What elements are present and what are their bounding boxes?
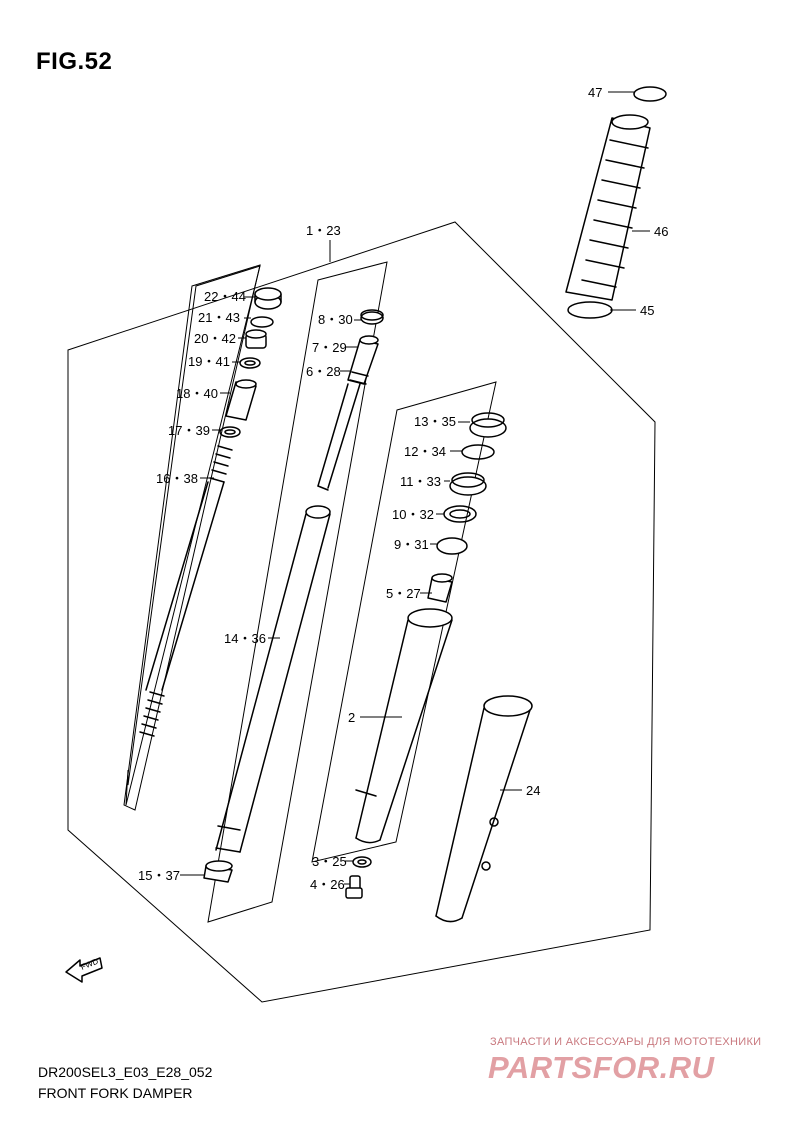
- callout-18-40: 18・40: [176, 386, 218, 401]
- part-oil-seal-retainer: [443, 505, 477, 523]
- figure-title: FIG.52: [36, 48, 113, 75]
- part-ring-8: [360, 309, 384, 325]
- part-boot-clamp-top: [633, 86, 667, 102]
- callout-15-37: 15・37: [138, 868, 180, 883]
- callout-21-43: 21・43: [198, 310, 240, 325]
- part-washer-19: [239, 357, 261, 369]
- part-nut: [245, 329, 267, 349]
- part-washer-17: [219, 426, 241, 438]
- part-inner-tube: [355, 608, 453, 844]
- part-dust-seal: [469, 412, 507, 438]
- callout-46: 46: [654, 224, 668, 239]
- fwd-arrow-icon: FWD: [65, 957, 103, 983]
- callout-17-39: 17・39: [168, 423, 210, 438]
- callout-24: 24: [526, 783, 540, 798]
- assembly-frame-tube: [311, 381, 497, 863]
- part-washer-3: [352, 856, 372, 868]
- diagram-name: FRONT FORK DAMPER: [38, 1085, 193, 1101]
- part-fork-boot: [565, 114, 651, 301]
- watermark-logo: PARTSFOR.RU: [488, 1050, 715, 1085]
- diagram-code: DR200SEL3_E03_E28_052: [38, 1064, 213, 1080]
- assembly-frame-rod: [125, 265, 261, 806]
- callout-7-29: 7・29: [312, 340, 347, 355]
- part-oil-seal: [449, 472, 487, 496]
- assembly-frame-outer: [67, 221, 656, 1003]
- part-cylinder: [215, 505, 331, 853]
- part-outer-tube: [435, 695, 533, 923]
- callout-3-25: 3・25: [312, 854, 347, 869]
- callout-5-27: 5・27: [386, 586, 421, 601]
- assembly-frame-cylinder: [207, 261, 388, 923]
- part-oil-lock-piece: [203, 860, 233, 883]
- callout-9-31: 9・31: [394, 537, 429, 552]
- callout-4-26: 4・26: [310, 877, 345, 892]
- callout-2: 2: [348, 710, 355, 725]
- part-bolt: [345, 875, 363, 899]
- callout-16-38: 16・38: [156, 471, 198, 486]
- callout-19-41: 19・41: [188, 354, 230, 369]
- part-cap: [254, 287, 282, 310]
- callout-11-33: 11・33: [400, 474, 441, 489]
- part-stopper-ring: [461, 444, 495, 460]
- callout-22-44: 22・44: [204, 289, 246, 304]
- watermark-tagline: ЗАПЧАСТИ И АКСЕССУАРЫ ДЛЯ МОТОТЕХНИКИ: [490, 1036, 762, 1048]
- part-guide-bushing: [436, 537, 468, 555]
- callout-6-28: 6・28: [306, 364, 341, 379]
- leader-lines: [180, 91, 650, 885]
- callout-12-34: 12・34: [404, 444, 446, 459]
- callout-20-42: 20・42: [194, 331, 236, 346]
- part-spacer: [225, 379, 257, 421]
- assembly-frame-damper: [123, 264, 261, 811]
- callout-47: 47: [588, 85, 602, 100]
- callout-8-30: 8・30: [318, 312, 353, 327]
- part-slide-bushing: [427, 573, 453, 603]
- callout-14-36: 14・36: [224, 631, 266, 646]
- part-fork-spring: [139, 445, 233, 737]
- callout-10-32: 10・32: [392, 507, 434, 522]
- callout-45: 45: [640, 303, 654, 318]
- callout-1-23: 1・23: [306, 223, 341, 238]
- part-boot-clamp-bottom: [567, 301, 613, 319]
- part-damper-rod: [317, 335, 379, 491]
- callout-13-35: 13・35: [414, 414, 456, 429]
- part-snap-ring: [250, 316, 274, 328]
